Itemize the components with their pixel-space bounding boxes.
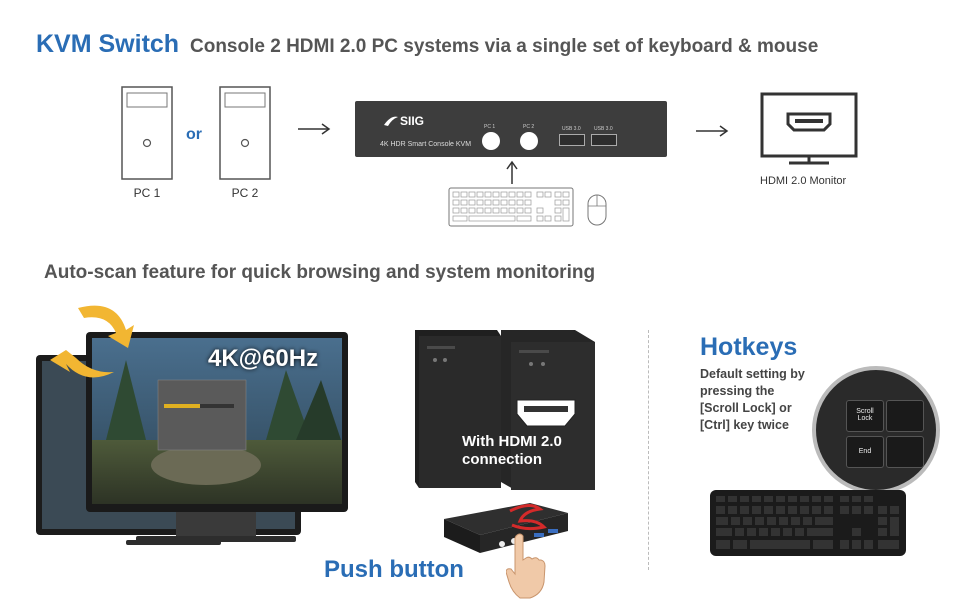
kvm-brand: SIIG — [400, 114, 425, 128]
resolution-badge: 4K@60Hz — [208, 345, 319, 372]
usb-port2 — [591, 134, 617, 146]
kvm-pc1-button — [482, 132, 500, 150]
or-label: or — [186, 126, 202, 143]
hotkeys-title: Hotkeys — [700, 333, 798, 361]
adjacent-key — [886, 436, 924, 468]
mouse-icon — [587, 194, 607, 231]
monitor-label: HDMI 2.0 Monitor — [760, 175, 847, 187]
hotkeys-desc-line1: Default setting by — [700, 367, 805, 381]
push-button-label: Push button — [324, 556, 464, 583]
kvm-switch-device — [355, 101, 667, 157]
page-subtitle: Console 2 HDMI 2.0 PC systems via a sing… — [190, 36, 819, 57]
kvm-model: 4K HDR Smart Console KVM — [380, 141, 472, 148]
kvm-button2-label: PC 2 — [523, 124, 535, 130]
hdmi-note-line1: With HDMI 2.0 — [462, 433, 562, 450]
dual-monitor-illustration — [36, 300, 351, 555]
hdmi-note: With HDMI 2.0 connection — [462, 433, 602, 469]
usb-port2-label: USB 3.0 — [594, 126, 613, 132]
scroll-lock-text2: Lock — [857, 415, 873, 422]
arrow-right-icon — [298, 122, 332, 141]
arrow-right-icon — [696, 124, 730, 143]
keyboard-icon — [448, 187, 574, 232]
hotkeys-desc-line4: [Ctrl] key twice — [700, 418, 789, 432]
hotkeys-desc-line2: pressing the — [700, 384, 775, 398]
kvm-pc2-button — [520, 132, 538, 150]
hotkeys-desc-line3: [Scroll Lock] or — [700, 401, 792, 415]
end-key-text: End — [858, 448, 872, 455]
kvm-device-photo — [440, 495, 570, 562]
siig-logo-icon — [382, 113, 400, 134]
hotkeys-description: Default setting by pressing the [Scroll … — [700, 366, 850, 434]
magnified-keys-icon: Scroll Lock End — [812, 366, 940, 494]
scroll-lock-text1: Scroll — [856, 408, 874, 415]
section-divider — [648, 330, 649, 570]
kvm-button1-label: PC 1 — [484, 124, 496, 130]
page-title: KVM Switch — [36, 30, 180, 58]
autoscan-heading: Auto-scan feature for quick browsing and… — [44, 262, 596, 283]
hdmi-port-icon — [515, 398, 577, 433]
adjacent-key — [886, 400, 924, 432]
pointing-hand-icon — [505, 532, 546, 605]
pc2-tower-icon — [219, 86, 271, 185]
usb-port1-label: USB 3.0 — [562, 126, 581, 132]
hdmi-monitor-icon — [760, 92, 858, 177]
pc1-tower-icon — [121, 86, 173, 185]
keyboard-photo — [710, 490, 906, 561]
pc1-label: PC 1 — [133, 186, 161, 200]
arrow-up-icon — [505, 160, 519, 189]
end-key: End — [846, 436, 884, 468]
scroll-lock-key: Scroll Lock — [846, 400, 884, 432]
usb-port1 — [559, 134, 585, 146]
pc2-label: PC 2 — [231, 186, 259, 200]
hdmi-note-line2: connection — [462, 451, 543, 468]
